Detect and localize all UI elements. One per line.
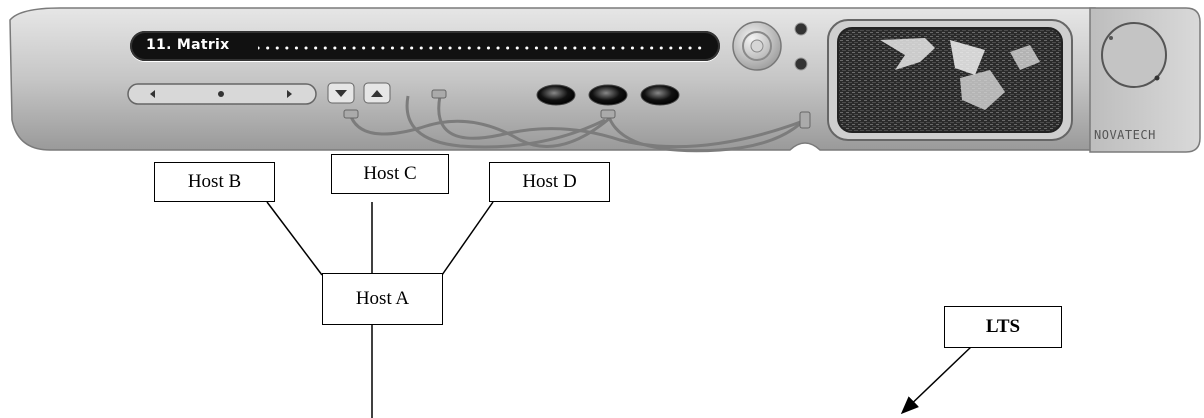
node-label: Host D (522, 171, 576, 193)
lts-arrow (903, 346, 972, 412)
node-label: Host B (188, 171, 241, 193)
node-host-c: Host C (331, 154, 449, 194)
node-host-b: Host B (154, 162, 275, 202)
node-label: LTS (986, 316, 1020, 338)
node-lts: LTS (944, 306, 1062, 348)
edge-host-d-host-a (442, 202, 493, 275)
node-host-a: Host A (322, 273, 443, 325)
node-label: Host C (363, 163, 416, 185)
node-host-d: Host D (489, 162, 610, 202)
edge-host-b-host-a (267, 202, 322, 275)
node-label: Host A (356, 288, 409, 310)
